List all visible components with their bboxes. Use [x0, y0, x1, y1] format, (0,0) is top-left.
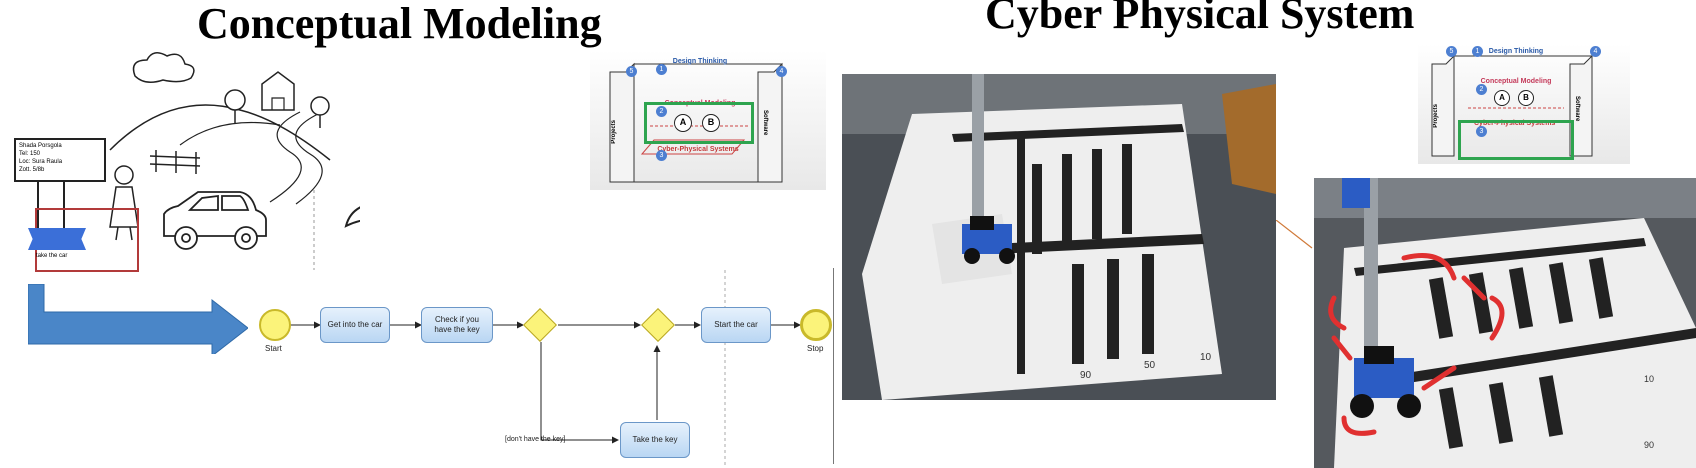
framework-pillars	[1431, 54, 1593, 157]
task-take-key: Take the key	[620, 422, 690, 458]
barn-icon	[261, 71, 295, 111]
cps-testbed-photo: 90 50 10	[842, 74, 1276, 400]
task-get-into-car: Get into the car	[320, 307, 390, 343]
tag-caption: take the car	[36, 253, 68, 259]
connector-line	[1276, 220, 1313, 249]
sketch-drawing	[37, 52, 360, 270]
sign-line: Tel: 150	[19, 151, 41, 157]
step-badge: 5	[1446, 46, 1457, 57]
start-label: Start	[265, 344, 282, 353]
projects-pillar-label: Projects	[611, 120, 617, 144]
highlight-conceptual	[644, 102, 754, 144]
condition-label: [don't have the key]	[505, 436, 566, 443]
framework-diagram-conceptual: Projects Software Design Thinking Concep…	[590, 50, 826, 190]
car-tag-icon	[28, 228, 86, 250]
conceptual-modeling-title: Conceptual Modeling	[197, 0, 602, 48]
mat-number: 50	[1144, 360, 1156, 371]
cloud-icon	[132, 52, 195, 83]
mat-number: 10	[1200, 352, 1212, 363]
software-pillar-label: Software	[1574, 96, 1580, 122]
car-icon	[163, 191, 267, 250]
tree-icon	[224, 89, 330, 128]
task-start-car: Start the car	[701, 307, 771, 343]
curved-arrow-icon	[344, 206, 360, 228]
cyber-physical-label: Cyber-Physical Systems	[1474, 120, 1556, 127]
step-badge: 4	[1590, 46, 1601, 57]
badge-a: A	[674, 114, 692, 132]
highlight-cps	[1458, 120, 1574, 160]
sign-line: Loc: Sura Raula	[19, 159, 63, 165]
step-badge: 2	[656, 106, 667, 117]
step-badge: 2	[1476, 84, 1487, 95]
sign-line: Zott. 5/8b	[19, 167, 45, 173]
step-badge: 1	[1472, 46, 1483, 57]
badge-b: B	[702, 114, 720, 132]
step-badge: 3	[656, 150, 667, 161]
step-badge: 5	[626, 66, 637, 77]
task-check-key: Check if you have the key	[421, 307, 493, 343]
framework-diagram-cps: Projects Software Design Thinking Concep…	[1418, 44, 1630, 164]
step-badge: 3	[1476, 126, 1487, 137]
projects-pillar-label: Projects	[1433, 104, 1439, 128]
design-thinking-label: Design Thinking	[672, 58, 728, 65]
mat-number: 90	[1644, 440, 1655, 450]
conceptual-modeling-label: Conceptual Modeling	[1480, 78, 1552, 85]
stop-event	[800, 309, 832, 341]
cps-motion-photo: 10 90	[1314, 178, 1696, 468]
conceptual-sketch: Shada Porsgola Tel: 150 Loc: Sura Raula …	[0, 40, 360, 272]
software-pillar-label: Software	[762, 110, 768, 136]
step-badge: 1	[656, 64, 667, 75]
flow-arrow-icon	[28, 284, 248, 354]
cyber-physical-system-title: Cyber Physical System	[985, 0, 1415, 38]
bpmn-connectors	[290, 270, 801, 468]
mat-number: 10	[1644, 374, 1655, 384]
start-event	[259, 309, 291, 341]
cyber-physical-label: Cyber-Physical Systems	[657, 146, 739, 153]
mat-number: 90	[1080, 370, 1092, 381]
divider	[833, 268, 834, 464]
badge-b: B	[1518, 90, 1534, 106]
framework-pillars	[609, 62, 783, 183]
sign-line: Shada Porsgola	[19, 143, 62, 149]
step-badge: 4	[776, 66, 787, 77]
design-thinking-label: Design Thinking	[1488, 48, 1544, 55]
badge-a: A	[1494, 90, 1510, 106]
signboard: Shada Porsgola Tel: 150 Loc: Sura Raula …	[14, 138, 106, 182]
stop-label: Stop	[807, 344, 824, 353]
